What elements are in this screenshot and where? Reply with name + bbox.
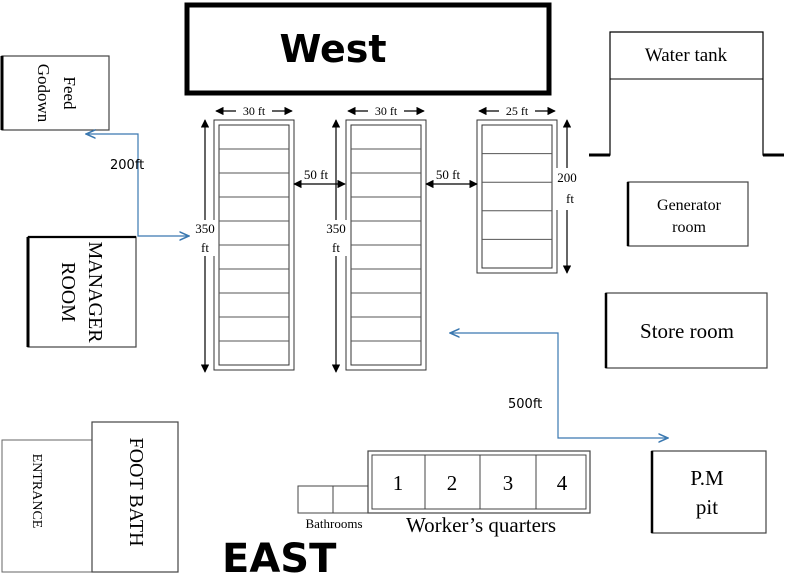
shed-3-width-label: 25 ft (506, 104, 529, 118)
feed-godown-label-2: Godown (34, 64, 53, 123)
entrance-label: ENTRANCE (29, 454, 44, 529)
pm-pit-label-1: P.M (690, 466, 724, 490)
feed-to-manager-connector: 200ft (86, 134, 189, 236)
quarter-2: 2 (447, 471, 458, 495)
bathrooms-label: Bathrooms (305, 516, 362, 531)
shed-1-length-label-2: ft (201, 240, 209, 255)
shed-to-pm-distance-label: 500ft (508, 397, 542, 412)
shed-1-length-label-1: 350 (195, 221, 215, 236)
workers-quarters-label: Worker’s quarters (406, 513, 556, 537)
manager-room-label-1: MANAGER (84, 241, 106, 343)
gap-shed1-shed2-label: 50 ft (304, 167, 329, 182)
feed-godown: Feed Godown (0, 55, 110, 131)
shed-2-width-label: 30 ft (375, 104, 398, 118)
entrance: ENTRANCE (1, 439, 93, 573)
foot-bath: FOOT BATH (91, 421, 179, 573)
store-room: Store room (604, 292, 768, 369)
pm-pit: P.M pit (650, 450, 767, 534)
gap-shed1-shed2: 50 ft (293, 167, 346, 189)
store-room-label: Store room (640, 319, 734, 343)
shed-2: 30 ft 350 ft (325, 103, 427, 373)
west-heading: West (184, 2, 552, 96)
shed-3-length-label-2: ft (566, 191, 574, 206)
gap-shed2-shed3-label: 50 ft (436, 167, 461, 182)
water-tank: Water tank (589, 31, 784, 157)
generator-room-label-1: Generator (657, 197, 722, 214)
feed-to-manager-distance-label: 200ft (110, 158, 144, 173)
foot-bath-label: FOOT BATH (125, 437, 147, 546)
pm-pit-label-2: pit (696, 495, 718, 519)
shed-to-pm-connector: 500ft (450, 333, 668, 438)
gap-shed2-shed3: 50 ft (425, 167, 478, 189)
bathrooms: Bathrooms (297, 485, 369, 531)
water-tank-label: Water tank (645, 45, 728, 66)
quarter-3: 3 (503, 471, 514, 495)
feed-godown-label-1: Feed (60, 76, 79, 110)
shed-2-length-label-1: 350 (326, 221, 346, 236)
shed-1: 30 ft 350 ft (195, 103, 295, 373)
shed-2-length-label-2: ft (332, 240, 340, 255)
generator-room: Generator room (626, 181, 749, 247)
east-label: EAST (222, 536, 337, 582)
quarter-1: 1 (393, 471, 404, 495)
shed-3: 25 ft 200 ft (476, 103, 578, 274)
west-label: West (279, 27, 386, 71)
manager-room: MANAGER ROOM (26, 235, 137, 348)
quarter-4: 4 (557, 471, 568, 495)
shed-1-width-label: 30 ft (243, 104, 266, 118)
generator-room-label-2: room (672, 219, 706, 236)
workers-quarters: 1 2 3 4 Worker’s quarters (367, 450, 591, 537)
manager-room-label-2: ROOM (57, 262, 79, 322)
shed-3-length-label-1: 200 (557, 170, 577, 185)
